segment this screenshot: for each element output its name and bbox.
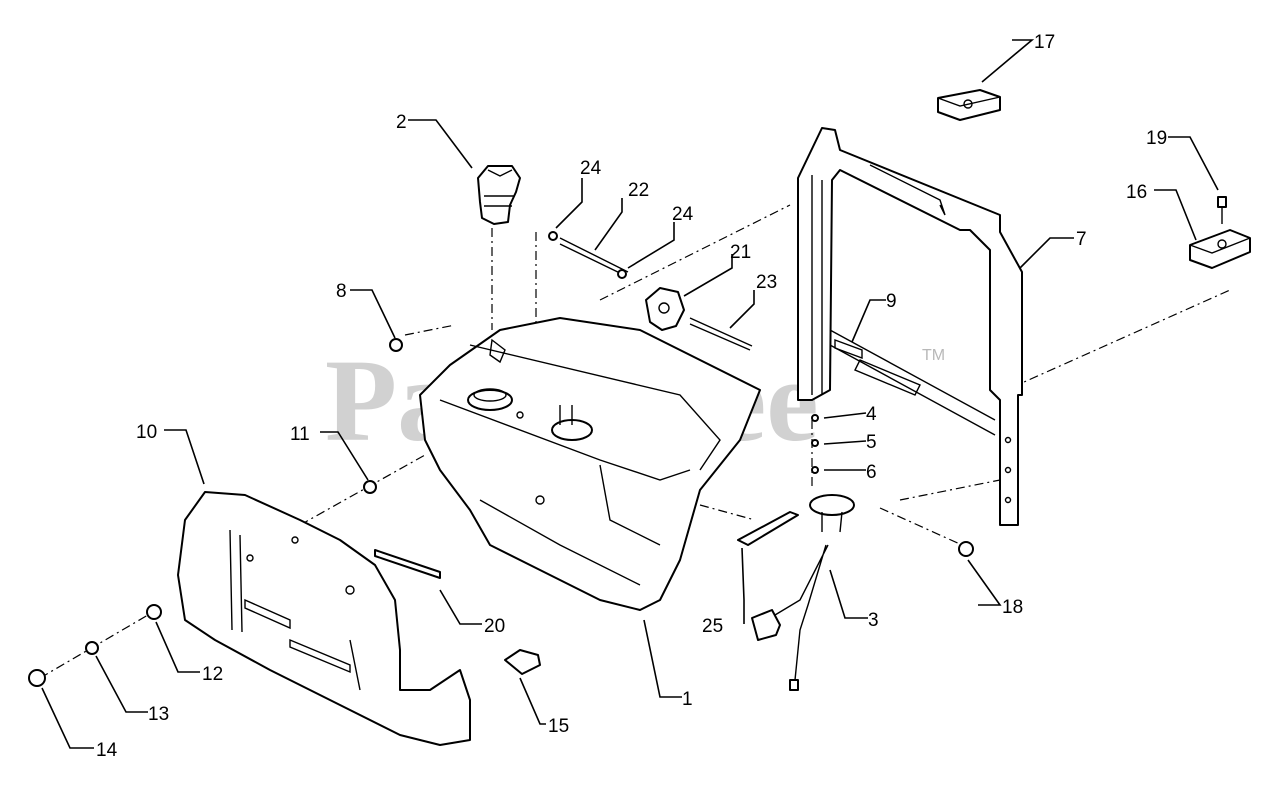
- rods: [559, 237, 753, 351]
- screw-19: [1217, 196, 1227, 224]
- callout-25: 25: [702, 616, 723, 637]
- fuel-tank: [419, 317, 761, 611]
- callout-7: 7: [1076, 229, 1087, 250]
- callout-21: 21: [730, 242, 751, 263]
- mount-block-lower: [1189, 229, 1251, 269]
- callout-15: 15: [548, 716, 569, 737]
- fuel-sender: [751, 494, 855, 691]
- callout-2: 2: [396, 112, 407, 133]
- fuel-cap: [477, 165, 521, 225]
- leader-lines: [41, 39, 1219, 749]
- callout-8: 8: [336, 281, 347, 302]
- callout-24-lower: 24: [672, 204, 694, 225]
- callout-5: 5: [866, 432, 877, 453]
- frame: [797, 127, 1023, 526]
- callout-4: 4: [866, 404, 877, 425]
- callout-18: 18: [1002, 597, 1023, 618]
- callout-1: 1: [682, 689, 693, 710]
- callout-17: 17: [1034, 32, 1055, 53]
- sender-bracket: [737, 511, 799, 546]
- callout-24-upper: 24: [580, 158, 602, 179]
- callout-23: 23: [756, 272, 777, 293]
- crossbar-label: [834, 338, 921, 396]
- callout-9: 9: [886, 291, 897, 312]
- callout-10: 10: [136, 422, 157, 443]
- callout-16: 16: [1126, 182, 1147, 203]
- mount-block: [937, 89, 1001, 121]
- callout-19: 19: [1146, 128, 1167, 149]
- panel-decal: [374, 549, 441, 579]
- callout-11: 11: [290, 424, 310, 445]
- callout-20: 20: [484, 616, 505, 637]
- callout-6: 6: [866, 462, 877, 483]
- callout-14: 14: [96, 740, 118, 761]
- control-panel: [177, 491, 471, 746]
- callout-22: 22: [628, 180, 649, 201]
- watermark-trademark: TM: [922, 347, 945, 364]
- washers: [28, 231, 974, 687]
- washer-stack: [811, 414, 819, 474]
- callout-13: 13: [148, 704, 169, 725]
- callout-labels: 1 2 3 4 5 6 7 8 9 10 11 12 13 14 15 16 1…: [96, 32, 1167, 761]
- clip: [504, 649, 541, 675]
- callout-3: 3: [868, 610, 879, 631]
- callout-12: 12: [202, 664, 223, 685]
- bracket: [645, 287, 685, 331]
